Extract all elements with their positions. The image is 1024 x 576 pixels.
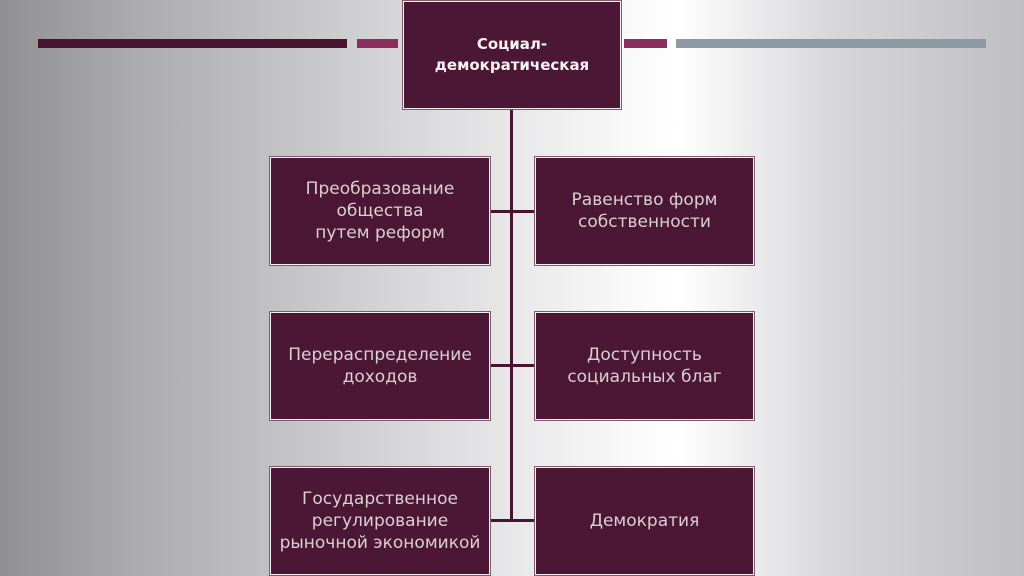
node-social-goods-access: Доступность социальных благ — [534, 311, 755, 421]
connector-row-2 — [489, 364, 535, 367]
node-reform-transformation: Преобразование общества путем реформ — [269, 156, 491, 266]
node-democracy: Демократия — [534, 466, 755, 576]
node-state-regulation: Государственное регулирование рыночной э… — [269, 466, 491, 576]
decorative-stripe-right-accent — [624, 39, 667, 48]
connector-row-3 — [489, 519, 535, 522]
decorative-stripe-left-accent — [357, 39, 398, 48]
node-income-redistribution: Перераспределение доходов — [269, 311, 491, 421]
root-node: Социал- демократическая — [402, 0, 622, 110]
decorative-stripe-left — [38, 39, 347, 48]
connector-row-1 — [489, 210, 535, 213]
decorative-stripe-right — [676, 39, 986, 48]
node-equal-property-forms: Равенство форм собственности — [534, 156, 755, 266]
connector-spine — [510, 110, 513, 522]
